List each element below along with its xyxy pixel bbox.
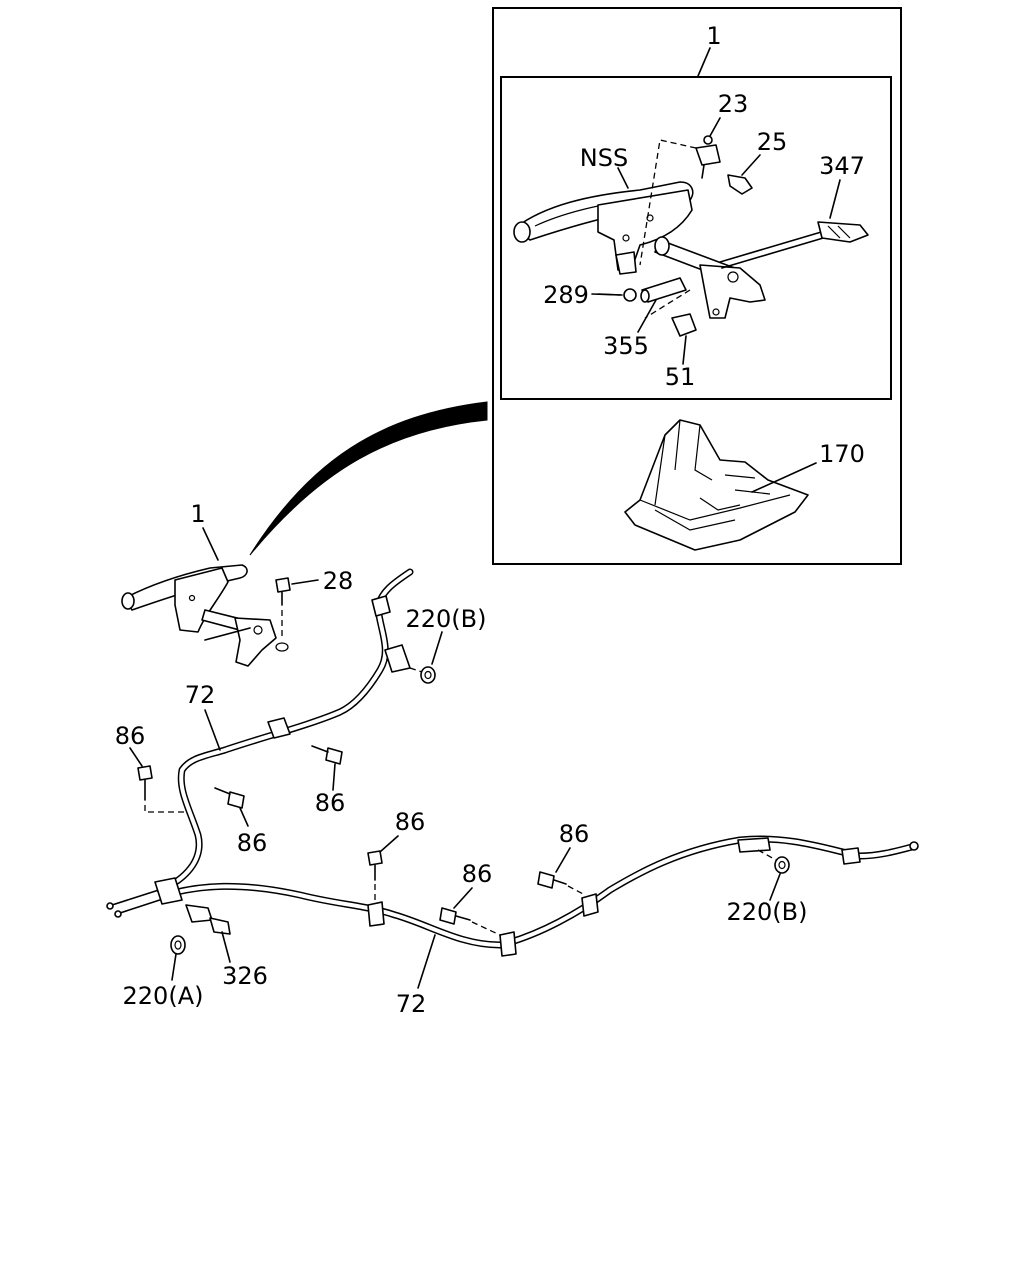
label-part-289: 289 (543, 281, 589, 309)
part-labels: 1 NSS 23 25 347 289 355 51 170 1 28 220(… (115, 22, 865, 1018)
label-cable-72-top: 72 (185, 681, 216, 709)
label-part-220b-top: 220(B) (406, 605, 487, 633)
label-cable-72-bottom: 72 (396, 990, 427, 1018)
inset-callout-arrow (249, 401, 488, 556)
label-bolt-86-lower: 86 (237, 829, 268, 857)
rear-cable-72 (161, 835, 919, 957)
inset-lever-assembly (513, 135, 869, 337)
bolt-86-lower (214, 787, 245, 809)
front-cable-72 (156, 568, 414, 894)
label-part-23: 23 (718, 90, 749, 118)
label-bolt-86-mid: 86 (315, 789, 346, 817)
label-nss: NSS (580, 144, 628, 172)
label-part-326: 326 (222, 962, 268, 990)
cable-end-rods (106, 877, 231, 935)
nut-220b-top (409, 666, 436, 684)
label-part-347: 347 (819, 152, 865, 180)
label-part-25: 25 (757, 128, 788, 156)
main-lever-assembly (121, 564, 277, 667)
bolt-28 (275, 577, 291, 652)
nut-220a (170, 935, 186, 955)
inset-panel (492, 7, 902, 565)
label-bolt-86-left: 86 (115, 722, 146, 750)
leader-lines (129, 47, 841, 989)
label-part-220a: 220(A) (123, 982, 204, 1010)
nut-220b-right (757, 849, 790, 874)
bolt-86-bottom (439, 907, 501, 936)
label-bolt-86-bottom: 86 (462, 860, 493, 888)
label-part-170: 170 (819, 440, 865, 468)
inset-outer-frame (492, 7, 902, 565)
label-part-220b-right: 220(B) (727, 898, 808, 926)
label-bolt-86-right: 86 (559, 820, 590, 848)
bolt-86-mid (311, 745, 343, 765)
bolt-86-left (137, 765, 185, 813)
label-part-28: 28 (323, 567, 354, 595)
inset-lever-frame (500, 76, 892, 400)
label-part-355: 355 (603, 332, 649, 360)
console-part-170 (624, 419, 809, 551)
label-main-assembly: 1 (190, 500, 205, 528)
label-bolt-86-center: 86 (395, 808, 426, 836)
label-inset-assembly: 1 (706, 22, 721, 50)
bolt-86-center (367, 850, 383, 904)
label-part-51: 51 (665, 363, 696, 391)
bolt-86-right (537, 871, 586, 896)
